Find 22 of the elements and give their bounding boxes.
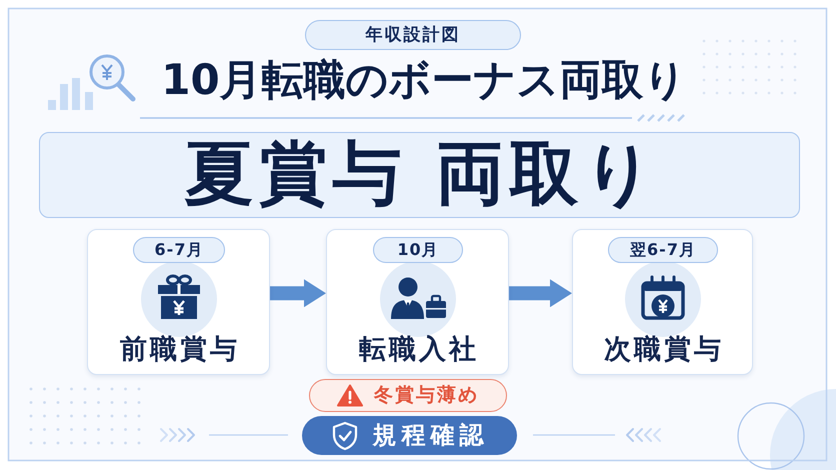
headline-text: 夏賞与 両取り — [183, 137, 660, 213]
date-text: 翌6-7月 — [630, 241, 696, 259]
category-badge — [305, 20, 521, 50]
category-text: 年収設計図 — [366, 26, 460, 44]
step-title: 前職賞与 — [119, 334, 240, 366]
rules-check-button: 規程確認 — [302, 416, 517, 455]
step-card — [572, 229, 753, 375]
main-title: 10月転職のボーナス両取り — [161, 55, 687, 106]
arrow — [270, 279, 326, 308]
date-badge — [373, 237, 463, 263]
step-card — [326, 229, 509, 375]
warning-text: 冬賞与薄め — [374, 385, 479, 406]
step-card — [87, 229, 270, 375]
warning-badge — [309, 379, 507, 412]
step-title: 転職入社 — [358, 334, 479, 366]
arrow — [509, 279, 572, 308]
date-text: 10月 — [397, 241, 439, 259]
date-badge — [608, 237, 718, 263]
step-title: 次職賞与 — [603, 334, 724, 366]
headline-banner — [39, 132, 800, 218]
date-text: 6-7月 — [154, 241, 204, 259]
date-badge — [133, 237, 225, 263]
